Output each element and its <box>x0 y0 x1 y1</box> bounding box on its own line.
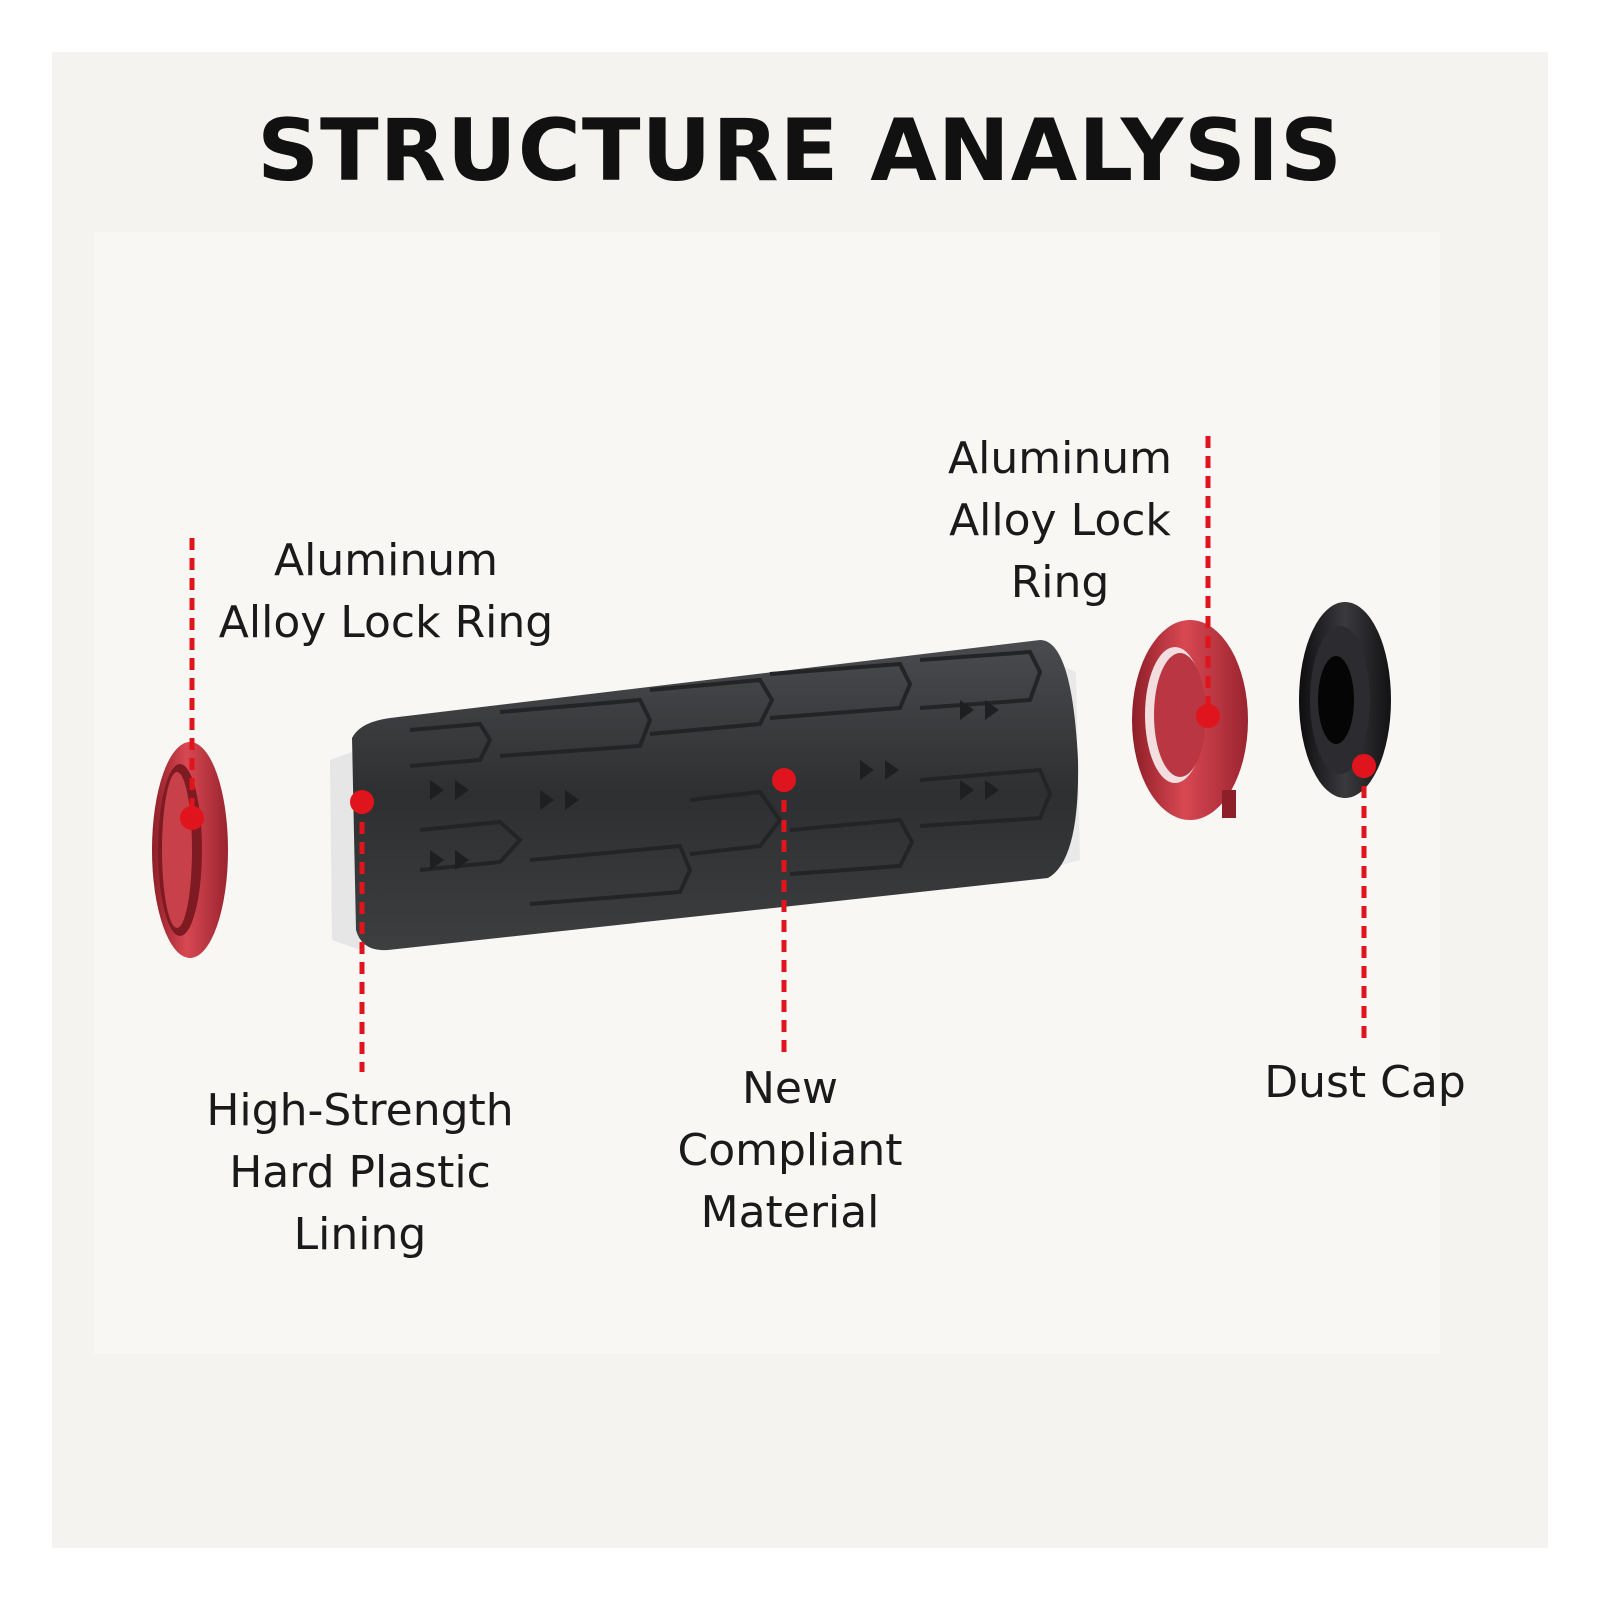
tread-chevrons <box>430 700 999 870</box>
dust-cap <box>1299 602 1391 798</box>
left-lock-ring <box>152 742 228 958</box>
handlebar-grip <box>330 640 1080 951</box>
marker-right-ring <box>1196 704 1220 728</box>
marker-material <box>772 768 796 792</box>
label-left-lock-ring: Aluminum Alloy Lock Ring <box>218 535 554 648</box>
tread-pattern <box>409 649 1053 906</box>
marker-dust-cap <box>1352 754 1376 778</box>
label-lining: High-Strength Hard Plastic Lining <box>206 1085 514 1260</box>
label-right-lock-ring: Aluminum Alloy Lock Ring <box>948 433 1172 608</box>
label-material: New Compliant Material <box>677 1063 903 1238</box>
label-dust-cap: Dust Cap <box>1264 1057 1466 1108</box>
callouts <box>180 436 1376 1072</box>
marker-left-ring <box>180 806 204 830</box>
right-lock-ring <box>1132 620 1248 820</box>
page-title: STRUCTURE ANALYSIS <box>257 101 1343 201</box>
marker-lining <box>350 790 374 814</box>
